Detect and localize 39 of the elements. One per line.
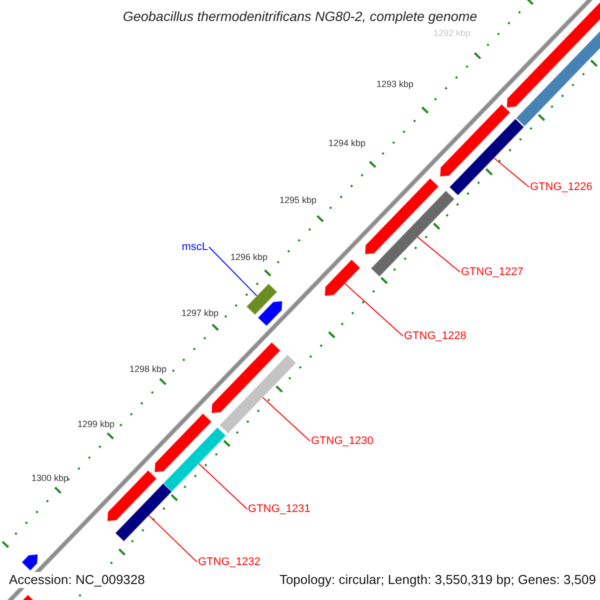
gene-label: GTNG_1231: [248, 502, 310, 516]
scale-label: 1293 kbp: [376, 79, 414, 90]
scale-label: 1297 kbp: [181, 308, 219, 319]
title: Geobacillus thermodenitrificans NG80-2, complete genome: [122, 8, 478, 25]
leader-line: [198, 463, 248, 510]
gene-label: mscL: [182, 240, 208, 254]
leader-line: [262, 397, 310, 442]
gene-block: [364, 178, 440, 255]
leader-line: [148, 514, 198, 562]
gene-bar: [246, 282, 278, 316]
leader-line: [417, 236, 460, 272]
gene-label: GTNG_1226: [530, 180, 592, 194]
leader-line: [208, 246, 258, 296]
scale-label: 1294 kbp: [328, 138, 366, 149]
gene-bar: [370, 190, 456, 278]
gene-block: [154, 412, 212, 473]
gene-bar: [162, 426, 227, 492]
gene-block: [324, 258, 361, 297]
gene-block: [439, 103, 512, 178]
gene-label: GTNG_1232: [198, 555, 260, 569]
gene-bar: [218, 354, 297, 434]
scale-label: 1299 kbp: [77, 419, 115, 430]
gene-label: GTNG_1230: [311, 434, 374, 448]
gene-bar: [114, 482, 173, 542]
scale-label: 1300 kbp: [31, 473, 69, 484]
gene-bar: [448, 118, 525, 196]
scale-label: 1298 kbp: [129, 364, 167, 375]
scale-label: 1296 kbp: [230, 252, 268, 263]
info-text: Topology: circular; Length: 3,550,319 bp; Genes: 3,509: [279, 572, 596, 588]
gene-label: GTNG_1228: [404, 329, 466, 343]
gene-block: [106, 470, 158, 522]
gene-block: [506, 0, 600, 108]
gene-block: [210, 342, 282, 414]
gene-block: [257, 300, 283, 327]
leader-line: [344, 283, 404, 336]
scale-label: 1295 kbp: [279, 195, 317, 206]
leader-line: [494, 158, 530, 188]
gene-label: GTNG_1227: [461, 265, 524, 279]
info-text: Accession: NC_009328: [9, 572, 145, 588]
